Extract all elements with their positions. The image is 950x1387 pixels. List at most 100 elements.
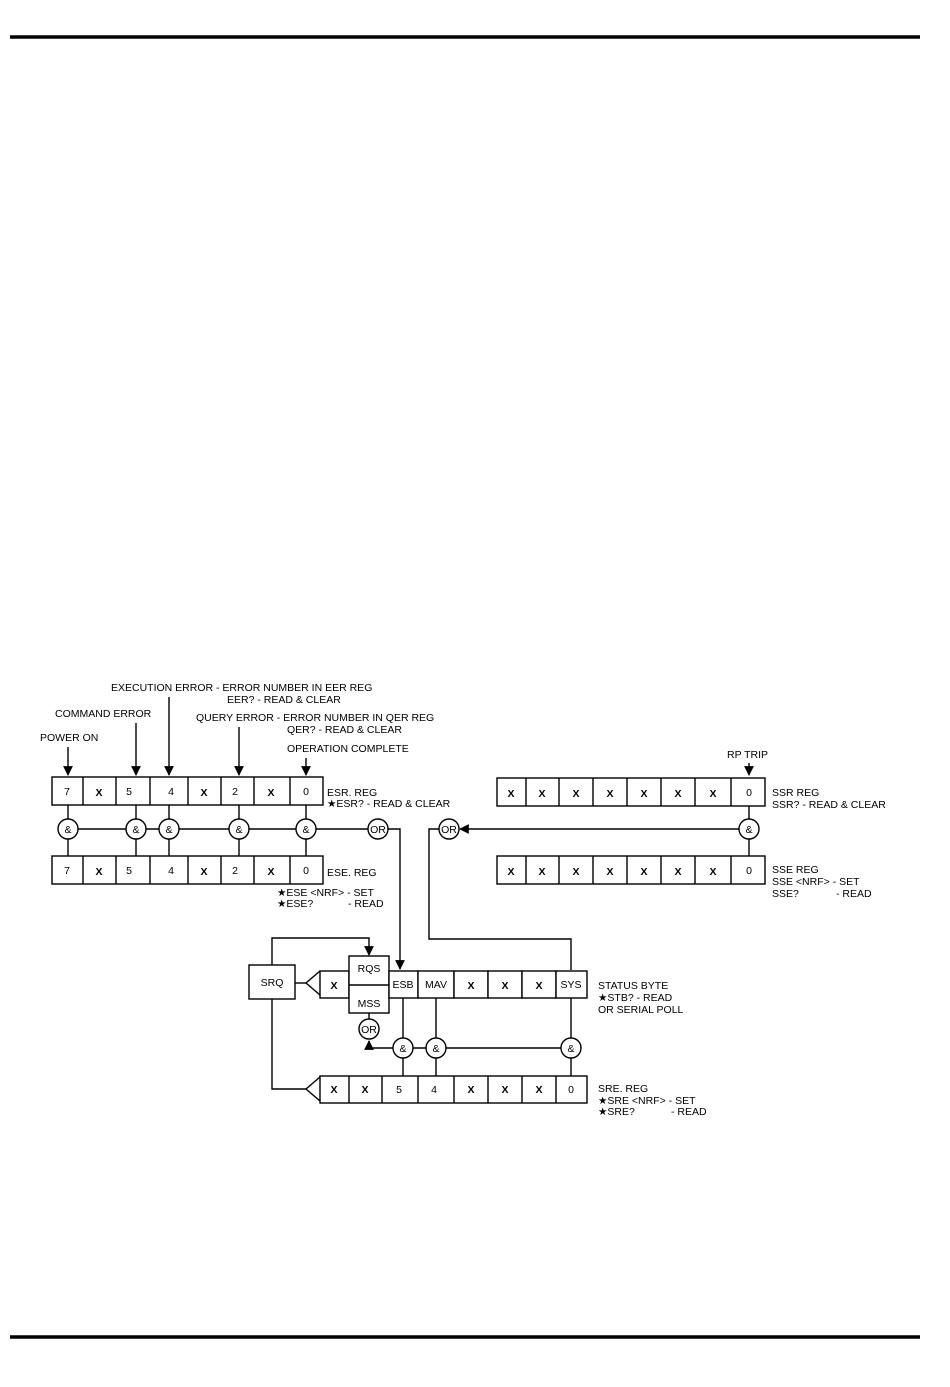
esr-and-gate-7: & (57, 818, 79, 840)
esr-bit-3: X (200, 787, 207, 799)
status-byte-poll: OR SERIAL POLL (598, 1004, 684, 1016)
command-error-label: COMMAND ERROR (55, 708, 152, 720)
esr-bit-6: X (95, 787, 102, 799)
svg-text:&: & (165, 824, 172, 836)
srq-box: SRQ (248, 964, 296, 1000)
ese-bit-7: 7 (64, 865, 70, 877)
query-error-label: QUERY ERROR - ERROR NUMBER IN QER REG (196, 712, 434, 724)
esr-bit-5: 5 (126, 786, 132, 798)
esr-bit-7: 7 (64, 786, 70, 798)
sse-register: X X X X X X X 0 (496, 855, 766, 885)
sse-bit-1: X (709, 866, 716, 878)
sre-bit-2: X (501, 1084, 508, 1096)
sre-set: ★SRE <NRF> - SET (598, 1095, 696, 1107)
esr-register: 7 X 5 4 X 2 X 0 (51, 776, 324, 806)
status-bit-1: X (535, 980, 542, 992)
esr-and-gate-0: & (295, 818, 317, 840)
sre-and-gate-4: & (425, 1037, 447, 1059)
sre-bit-6: X (361, 1084, 368, 1096)
svg-text:SRQ: SRQ (261, 977, 284, 989)
status-byte-read: ★STB? - READ (598, 992, 673, 1004)
ese-bit-0: 0 (303, 865, 309, 877)
ssr-bit-6: X (538, 788, 545, 800)
svg-text:OR: OR (441, 824, 457, 836)
esr-or-gate: OR (367, 818, 389, 840)
esr-label: ESR. REG (327, 787, 377, 799)
sre-bit-0: 0 (568, 1084, 574, 1096)
ese-label: ESE. REG (327, 867, 377, 879)
query-error-sub: QER? - READ & CLEAR (287, 724, 402, 736)
sse-bit-6: X (538, 866, 545, 878)
ese-bit-5: 5 (126, 865, 132, 877)
esr-and-gate-4: & (158, 818, 180, 840)
sse-bit-0: 0 (746, 865, 752, 877)
esr-bit-2: 2 (232, 786, 238, 798)
execution-error-label: EXECUTION ERROR - ERROR NUMBER IN EER RE… (111, 682, 372, 694)
ese-bit-1: X (267, 866, 274, 878)
sre-bit-7: X (330, 1084, 337, 1096)
sre-chevron (304, 1076, 321, 1102)
status-byte-chevron (304, 970, 321, 996)
esr-or-to-esb (388, 828, 405, 970)
svg-text:&: & (64, 824, 71, 836)
status-bit-rqs: RQS (358, 963, 381, 975)
esr-bit-4: 4 (168, 786, 174, 798)
sse-read-cmd: SSE? (772, 888, 799, 900)
svg-text:OR: OR (370, 824, 386, 836)
ese-bit-4: 4 (168, 865, 174, 877)
sre-bit-4: 4 (431, 1084, 437, 1096)
esr-bit-0: 0 (303, 786, 309, 798)
svg-text:&: & (399, 1043, 406, 1055)
sse-set: SSE <NRF> - SET (772, 876, 860, 888)
sse-bit-7: X (507, 866, 514, 878)
sre-read: - READ (671, 1106, 707, 1118)
ssr-bit-1: X (709, 788, 716, 800)
esr-bit-1: X (267, 787, 274, 799)
status-byte-label: STATUS BYTE (598, 980, 668, 992)
ssr-bit-2: X (674, 788, 681, 800)
ese-register: 7 X 5 4 X 2 X 0 (51, 855, 324, 885)
sre-label: SRE. REG (598, 1083, 648, 1095)
svg-text:OR: OR (361, 1024, 377, 1036)
status-bit-esb: ESB (392, 979, 413, 991)
ese-bit-6: X (95, 866, 102, 878)
ssr-bit-4: X (606, 788, 613, 800)
sre-read-cmd: ★SRE? (598, 1106, 635, 1118)
sse-read: - READ (836, 888, 872, 900)
esr-and-gate-2: & (228, 818, 250, 840)
rp-trip-label: RP TRIP (727, 749, 768, 761)
status-bit-2: X (501, 980, 508, 992)
ese-read-cmd: ★ESE? (277, 898, 313, 910)
ssr-bit-0: 0 (746, 787, 752, 799)
sse-bit-3: X (640, 866, 647, 878)
sre-and-gate-5: & (392, 1037, 414, 1059)
status-byte-register: X RQS MSS ESB MAV X X X SYS (319, 955, 588, 1014)
svg-text:&: & (235, 824, 242, 836)
ssr-register: X X X X X X X 0 (496, 777, 766, 807)
status-bit-mav: MAV (425, 979, 447, 991)
ese-read: - READ (348, 898, 384, 910)
sre-bit-3: X (467, 1084, 474, 1096)
status-bit-7: X (330, 980, 337, 992)
execution-error-sub: EER? - READ & CLEAR (227, 694, 341, 706)
ssr-bit-5: X (572, 788, 579, 800)
ese-bit-2: 2 (232, 865, 238, 877)
ssr-command: SSR? - READ & CLEAR (772, 799, 886, 811)
ssr-bit-3: X (640, 788, 647, 800)
ssr-or-to-sys (428, 828, 572, 970)
svg-text:&: & (302, 824, 309, 836)
sse-bit-4: X (606, 866, 613, 878)
sre-and-gate-0: & (560, 1037, 582, 1059)
sre-bit-5: 5 (396, 1084, 402, 1096)
ssr-or-gate: OR (438, 818, 460, 840)
sre-register: X X 5 4 X X X 0 (319, 1075, 588, 1104)
status-bit-3: X (467, 980, 474, 992)
svg-text:&: & (432, 1043, 439, 1055)
svg-text:&: & (745, 824, 752, 836)
ssr-bit-7: X (507, 788, 514, 800)
power-on-label: POWER ON (40, 732, 98, 744)
ssr-label: SSR REG (772, 787, 819, 799)
sre-bit-1: X (535, 1084, 542, 1096)
esr-command: ★ESR? - READ & CLEAR (327, 798, 451, 810)
